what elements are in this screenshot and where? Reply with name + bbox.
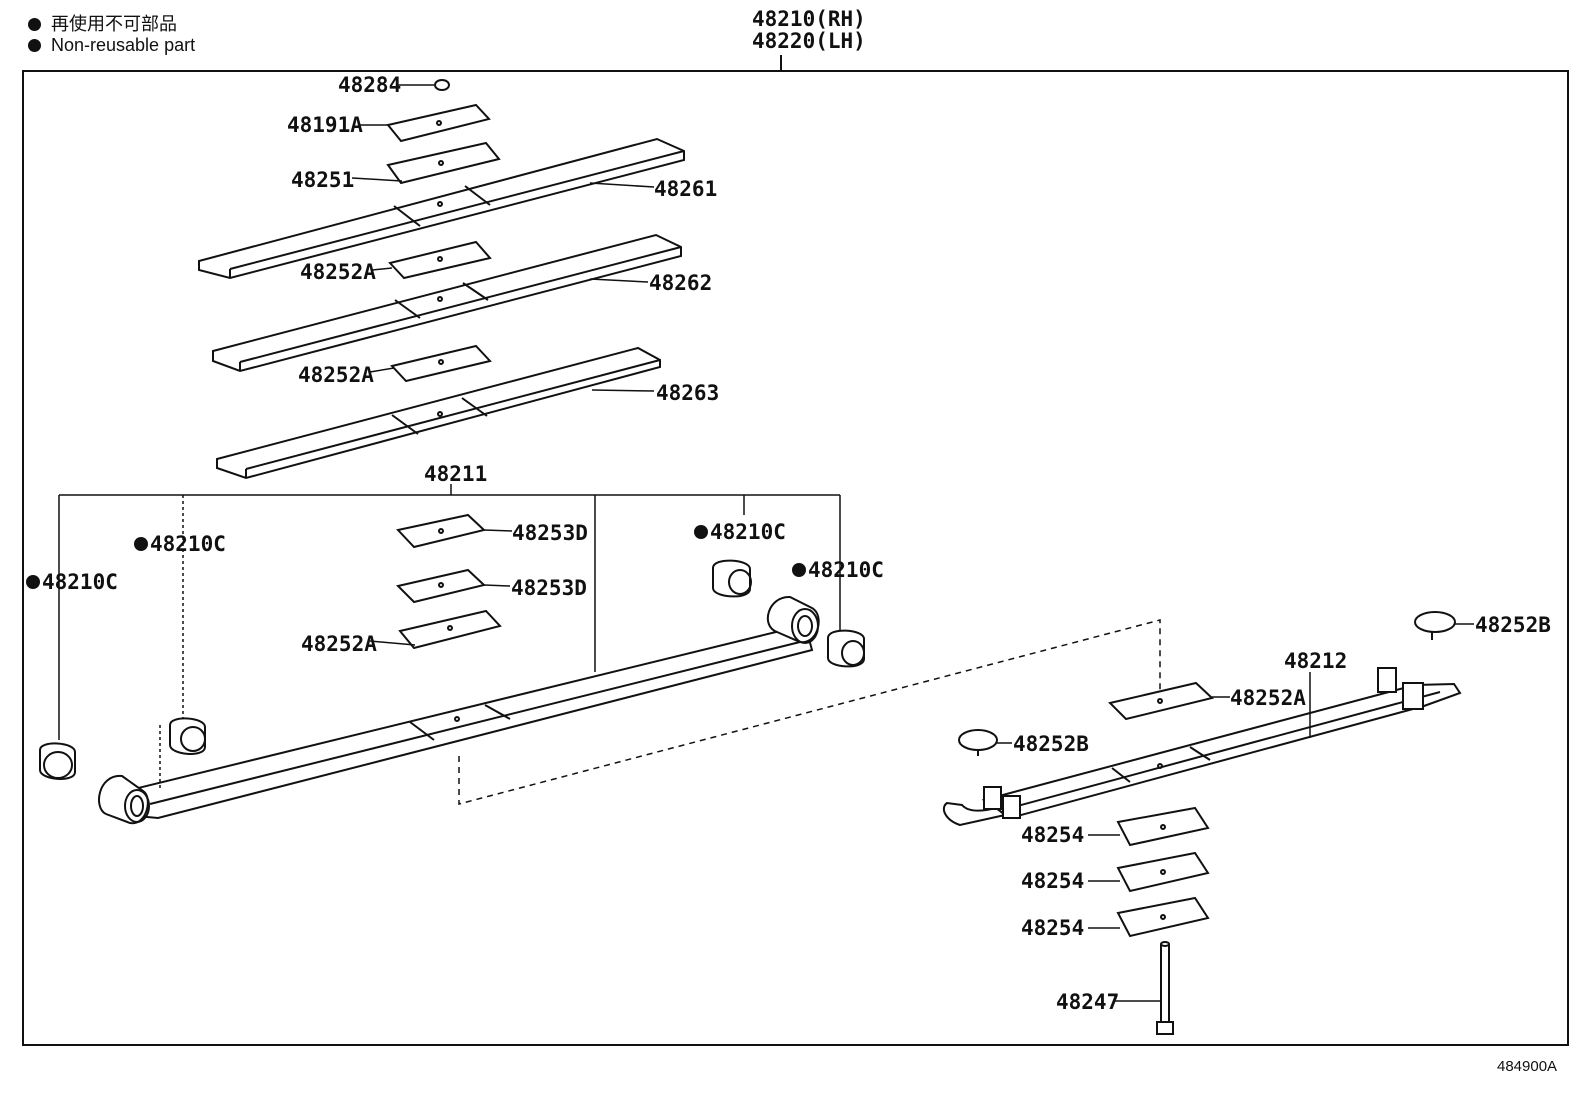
callout-48212: 48212 bbox=[1284, 649, 1348, 673]
cap-48252b-1 bbox=[1414, 611, 1474, 640]
nut-48284 bbox=[434, 79, 450, 91]
shim-48254-3 bbox=[1116, 896, 1210, 938]
legend-english: Non-reusable part bbox=[28, 35, 195, 56]
callout-48254: 48254 bbox=[1021, 916, 1085, 940]
plate-48253d-1 bbox=[396, 513, 487, 549]
figure-reference: 484900A bbox=[1497, 1058, 1558, 1075]
callout-48252a: 48252A bbox=[300, 260, 376, 284]
plate-48252a-2 bbox=[390, 344, 492, 383]
callout-48252a: 48252A bbox=[298, 363, 374, 387]
callout-48284: 48284 bbox=[338, 73, 402, 97]
callout-48253d: 48253D bbox=[512, 521, 588, 545]
plate-48252a-3 bbox=[398, 609, 502, 650]
callout-48211: 48211 bbox=[424, 462, 488, 486]
legend-japanese: 再使用不可部品 bbox=[28, 10, 177, 36]
leaf-spring-48263 bbox=[216, 346, 661, 480]
sub-leaf-48212 bbox=[942, 667, 1462, 827]
bushing-48210c-3 bbox=[712, 559, 752, 598]
callout-48261: 48261 bbox=[654, 177, 718, 201]
bushing-48210c-2 bbox=[169, 717, 206, 755]
callout-48254: 48254 bbox=[1021, 869, 1085, 893]
callout-48210c: 48210C bbox=[694, 521, 786, 543]
bushing-48210c-4 bbox=[827, 629, 865, 668]
non-reusable-dot-icon bbox=[134, 537, 148, 551]
callout-48191a: 48191A bbox=[287, 113, 363, 137]
callout-48263: 48263 bbox=[656, 381, 720, 405]
plate-48251 bbox=[386, 141, 501, 185]
assembly-lh-label: 48220(LH) bbox=[752, 29, 866, 53]
leaf-spring-48261 bbox=[198, 137, 685, 280]
non-reusable-dot-icon bbox=[28, 18, 41, 31]
callout-48252a: 48252A bbox=[1230, 686, 1306, 710]
plate-48252a-4 bbox=[1108, 681, 1215, 721]
diagram-frame bbox=[22, 70, 1569, 1046]
bolt-48247 bbox=[1156, 941, 1174, 1035]
callout-48253d: 48253D bbox=[511, 576, 587, 600]
bushing-48210c-1 bbox=[39, 742, 76, 780]
leaf-spring-48262 bbox=[212, 233, 682, 373]
callout-48210c: 48210C bbox=[792, 559, 884, 581]
main-leaf-48211 bbox=[98, 595, 820, 825]
callout-48252b: 48252B bbox=[1475, 613, 1551, 637]
callout-48251: 48251 bbox=[291, 168, 355, 192]
non-reusable-dot-icon bbox=[694, 525, 708, 539]
non-reusable-dot-icon bbox=[26, 575, 40, 589]
callout-48252a: 48252A bbox=[301, 632, 377, 656]
non-reusable-dot-icon bbox=[792, 563, 806, 577]
callout-48252b: 48252B bbox=[1013, 732, 1089, 756]
plate-48252a-1 bbox=[388, 240, 492, 280]
plate-48191a bbox=[386, 103, 491, 143]
shim-48254-1 bbox=[1116, 806, 1210, 847]
callout-48210c: 48210C bbox=[134, 533, 226, 555]
cap-48252b-2 bbox=[958, 729, 1012, 756]
shim-48254-2 bbox=[1116, 851, 1210, 893]
callout-48247: 48247 bbox=[1056, 990, 1120, 1014]
callout-48262: 48262 bbox=[649, 271, 713, 295]
assembly-rh-label: 48210(RH) bbox=[752, 7, 866, 31]
callout-48254: 48254 bbox=[1021, 823, 1085, 847]
non-reusable-dot-icon bbox=[28, 39, 41, 52]
callout-48210c: 48210C bbox=[26, 571, 118, 593]
